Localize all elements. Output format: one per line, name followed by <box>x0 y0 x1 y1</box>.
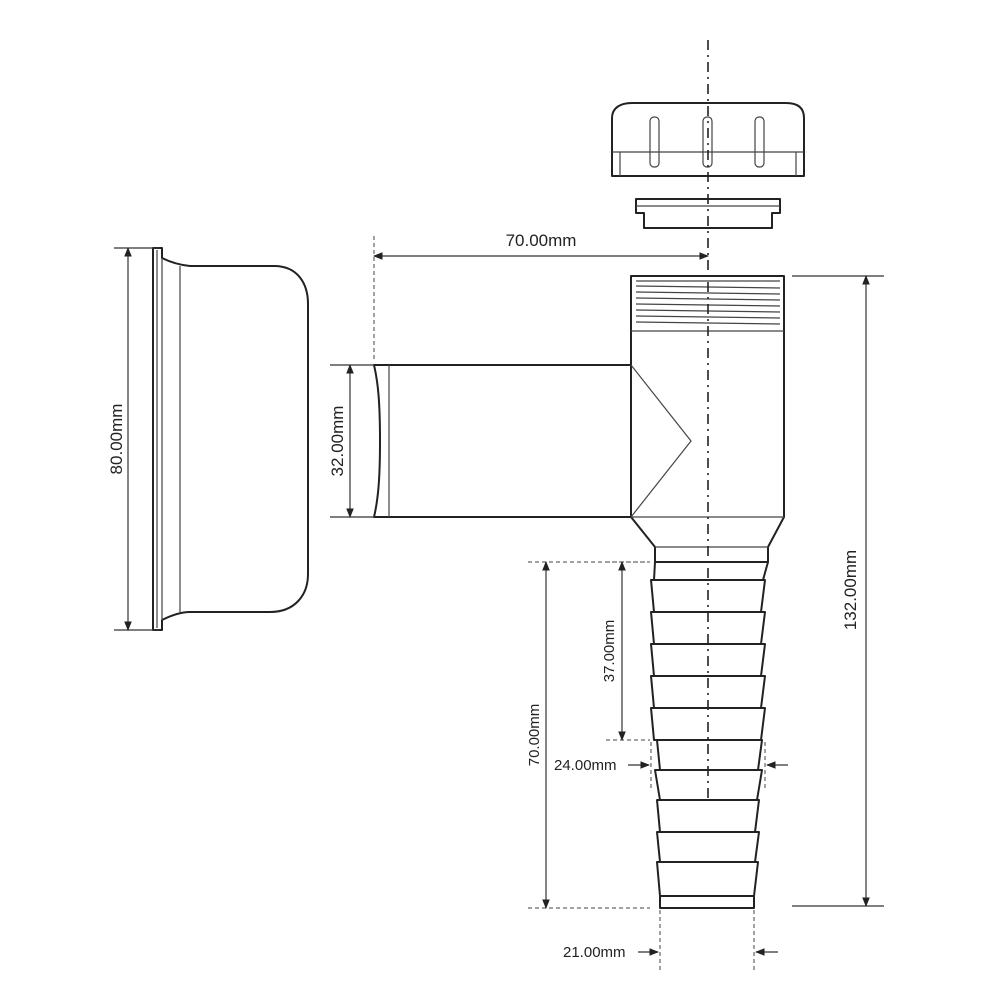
dim-outlet-diameter: 32.00mm <box>328 364 374 518</box>
label-arm-length: 70.00mm <box>506 231 577 250</box>
label-spigot-length: 70.00mm <box>526 704 543 767</box>
dim-overall-height: 132.00mm <box>792 275 884 907</box>
dim-arm-length: 70.00mm <box>373 231 709 360</box>
label-outlet-diameter: 32.00mm <box>328 406 347 477</box>
sealing-washer <box>635 198 781 229</box>
wall-cap <box>152 247 309 631</box>
side-arm <box>373 364 632 518</box>
label-max-barb-diameter: 24.00mm <box>554 757 617 774</box>
label-overall-height: 132.00mm <box>841 550 860 630</box>
dim-spigot-length: 70.00mm <box>526 561 650 909</box>
dim-barb-section: 37.00mm <box>601 561 650 741</box>
dim-cap-diameter: 80.00mm <box>107 247 160 631</box>
label-min-barb-diameter: 21.00mm <box>563 944 626 961</box>
label-cap-diameter: 80.00mm <box>107 404 126 475</box>
dim-min-barb-diameter: 21.00mm <box>563 910 778 970</box>
barbed-spigot <box>650 561 769 909</box>
label-barb-section: 37.00mm <box>601 620 618 683</box>
dim-max-barb-diameter: 24.00mm <box>554 742 788 790</box>
